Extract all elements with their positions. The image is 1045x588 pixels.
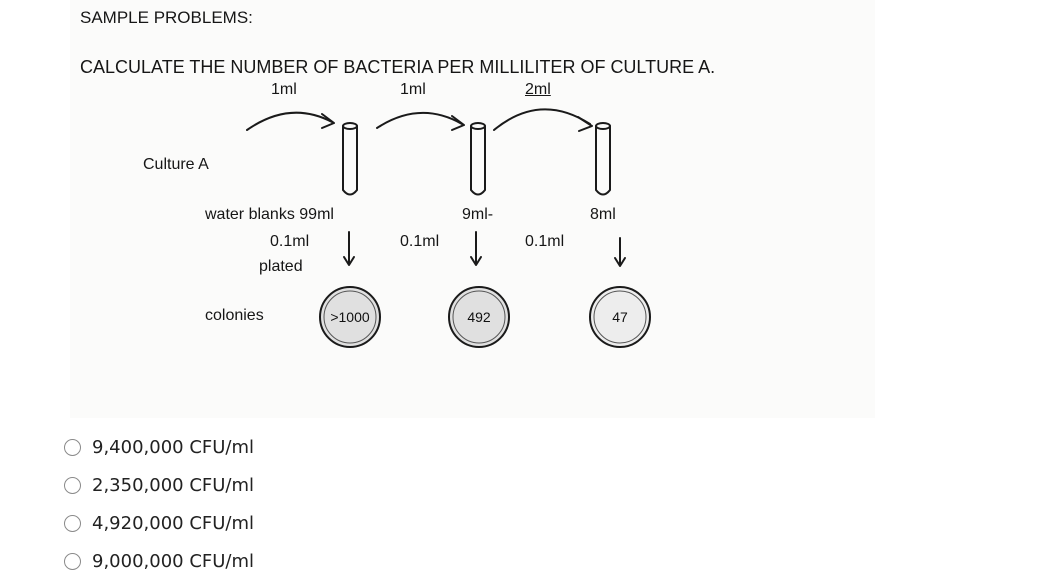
answer-option-label: 4,920,000 CFU/ml <box>92 512 255 534</box>
transfer-arrow-1 <box>246 111 333 131</box>
radio-button[interactable] <box>64 438 81 456</box>
plated-volume-3: 0.1ml <box>525 233 565 250</box>
answer-option-1[interactable]: 9,400,000 CFU/ml <box>64 428 254 466</box>
plated-volume-2: 0.1ml <box>400 233 440 250</box>
transfer-arrowhead-2 <box>451 115 465 131</box>
petri-plate-1 <box>319 286 381 348</box>
transfer-volume-2: 1ml <box>400 81 426 98</box>
answer-option-label: 9,000,000 CFU/ml <box>92 550 255 572</box>
transfer-volume-3: 2ml <box>525 81 551 98</box>
test-tube-1 <box>342 122 358 196</box>
petri-plate-2 <box>448 286 510 348</box>
colonies-label: colonies <box>205 307 264 324</box>
heading: SAMPLE PROBLEMS: <box>80 8 253 27</box>
transfer-arrow-2 <box>376 112 463 129</box>
plated-label: plated <box>259 258 303 275</box>
transfer-arrowhead-1 <box>321 113 335 129</box>
colony-count-2: 492 <box>467 309 491 325</box>
answer-option-4[interactable]: 9,000,000 CFU/ml <box>64 542 254 580</box>
answer-options: 9,400,000 CFU/ml 2,350,000 CFU/ml 4,920,… <box>64 428 254 580</box>
water-blanks-label: water blanks 99ml <box>205 206 334 223</box>
plated-volume-1: 0.1ml <box>270 233 310 250</box>
radio-button[interactable] <box>64 552 81 570</box>
problem-image <box>70 0 875 418</box>
answer-option-3[interactable]: 4,920,000 CFU/ml <box>64 504 254 542</box>
transfer-arrow-3 <box>493 108 591 131</box>
petri-plate-3 <box>589 286 651 348</box>
transfer-volume-1: 1ml <box>271 81 297 98</box>
radio-button[interactable] <box>64 514 81 532</box>
blank-volume-3: 8ml <box>590 206 616 223</box>
answer-option-label: 9,400,000 CFU/ml <box>92 436 255 458</box>
radio-button[interactable] <box>64 476 81 494</box>
answer-option-label: 2,350,000 CFU/ml <box>92 474 255 496</box>
dilution-diagram: >1000 492 47 <box>246 108 651 348</box>
colony-count-3: 47 <box>612 309 628 325</box>
test-tube-2 <box>470 122 486 196</box>
blank-volume-2: 9ml- <box>462 206 494 223</box>
colony-count-1: >1000 <box>330 309 370 325</box>
test-tube-3 <box>595 122 611 196</box>
question-text: CALCULATE THE NUMBER OF BACTERIA PER MIL… <box>80 57 716 77</box>
answer-option-2[interactable]: 2,350,000 CFU/ml <box>64 466 254 504</box>
transfer-arrowhead-3 <box>577 116 593 132</box>
culture-label: Culture A <box>143 156 209 173</box>
